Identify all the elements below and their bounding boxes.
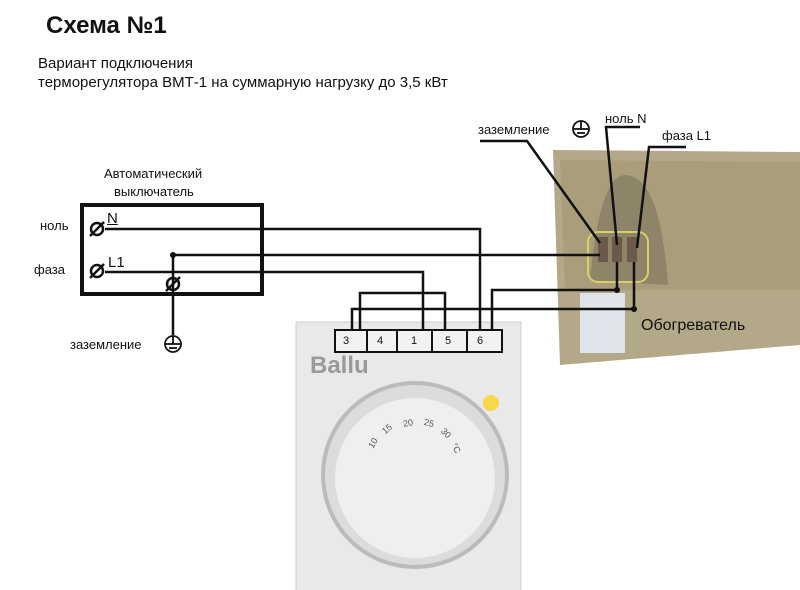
breaker-phase-label: фаза [34,262,65,277]
heater-ground-label: заземление [478,122,550,137]
breaker-phase-mark: L1 [108,254,125,271]
thermostat [295,321,522,590]
screw-terminal-icon [89,221,181,292]
ground-icon [164,335,182,353]
terminal-6: 6 [477,335,484,347]
breaker-ground-label: заземление [70,337,142,352]
temperature-dial[interactable] [335,395,495,555]
heater-neutral-label: ноль N [605,111,647,126]
terminal-5: 5 [445,335,452,347]
breaker-title-2: выключатель [114,184,194,199]
heater-phase-label: фаза L1 [662,128,712,143]
heater [553,150,800,365]
breaker-title-1: Автоматический [104,166,203,181]
subtitle-line2: терморегулятора ВМТ-1 на суммарную нагру… [38,74,448,91]
heater-label: Обогреватель [641,317,746,334]
indicator-led [483,395,499,411]
terminal-4: 4 [377,335,384,347]
ground-icon [572,120,590,138]
wires [105,125,686,335]
terminal-3: 3 [343,335,350,347]
terminal-block [334,329,503,353]
breaker-neutral-mark: N [107,210,118,227]
terminal-1: 1 [411,335,418,347]
heater-terminal-block [598,237,637,262]
breaker-neutral-label: ноль [40,218,69,233]
subtitle-line1: Вариант подключения [38,55,193,72]
page-title: Схема №1 [46,12,167,39]
brand-logo: Ballu [310,352,369,379]
